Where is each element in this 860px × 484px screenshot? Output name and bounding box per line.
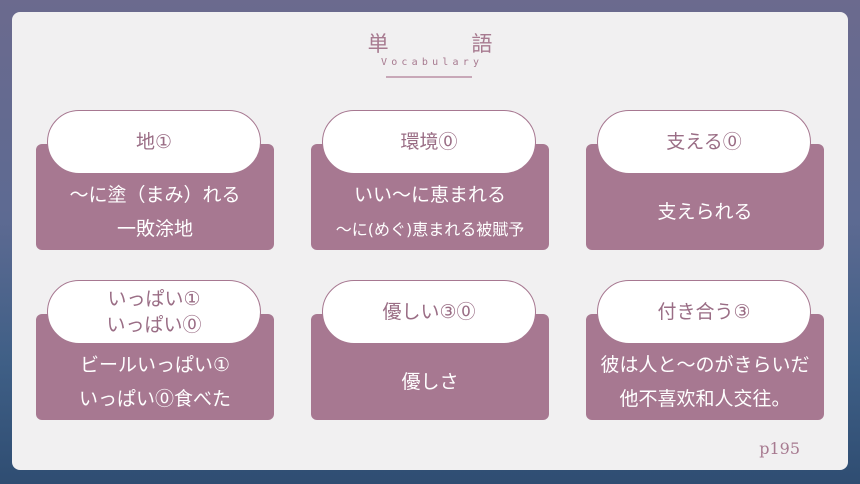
card-headword: 付き合う③ xyxy=(597,280,811,344)
headword-text: 環境⓪ xyxy=(400,131,458,153)
headword-text: 優しい③⓪ xyxy=(382,301,476,323)
card-examples: 支えられる xyxy=(586,174,824,250)
page-number: p195 xyxy=(759,439,800,458)
example-line: いい～に恵まれる xyxy=(353,184,506,207)
example-line: 優しさ xyxy=(401,370,459,393)
example-line: 一敗涂地 xyxy=(116,217,193,240)
headword-text: 支える⓪ xyxy=(666,131,742,153)
card-headword: 地① xyxy=(47,110,261,174)
title-divider xyxy=(386,76,472,78)
slide-panel: 単 語 Vocabulary 地① ～に塗（まみ）れる 一敗涂地 環境⓪ いい～… xyxy=(12,12,848,470)
vocab-card-yasashii: 優しい③⓪ 優しさ xyxy=(311,280,549,420)
vocab-card-sasaeru: 支える⓪ 支えられる xyxy=(586,110,824,250)
card-headword: いっぱい① いっぱい⓪ xyxy=(47,280,261,344)
headword-text: いっぱい⓪ xyxy=(106,314,202,336)
slide-subtitle: Vocabulary xyxy=(380,57,484,68)
example-line: ビールいっぱい① xyxy=(79,353,231,376)
card-examples: 優しさ xyxy=(311,344,549,420)
card-headword: 支える⓪ xyxy=(597,110,811,174)
card-examples: ～に塗（まみ）れる 一敗涂地 xyxy=(36,174,274,250)
card-examples: ビールいっぱい① いっぱい⓪食べた xyxy=(36,344,274,420)
example-line: ～に塗（まみ）れる xyxy=(69,183,241,206)
example-line: いっぱい⓪食べた xyxy=(78,387,231,410)
card-headword: 優しい③⓪ xyxy=(322,280,536,344)
card-examples: 彼は人と～のがきらいだ 他不喜欢和人交往。 xyxy=(586,344,824,420)
vocab-card-kankyou: 環境⓪ いい～に恵まれる ～に(めぐ)恵まれる被賦予 xyxy=(311,110,549,250)
vocab-card-chi: 地① ～に塗（まみ）れる 一敗涂地 xyxy=(36,110,274,250)
example-line: ～に(めぐ)恵まれる被賦予 xyxy=(335,219,525,239)
slide-title: 単 語 xyxy=(367,32,531,56)
headword-text: 地① xyxy=(135,131,173,153)
vocab-card-tsukiau: 付き合う③ 彼は人と～のがきらいだ 他不喜欢和人交往。 xyxy=(586,280,824,420)
example-line: 支えられる xyxy=(657,200,753,223)
vocab-card-ippai: いっぱい① いっぱい⓪ ビールいっぱい① いっぱい⓪食べた xyxy=(36,280,274,420)
example-line: 他不喜欢和人交往。 xyxy=(619,387,791,410)
example-line: 彼は人と～のがきらいだ xyxy=(600,353,810,376)
headword-text: 付き合う③ xyxy=(657,301,751,323)
card-headword: 環境⓪ xyxy=(322,110,536,174)
card-examples: いい～に恵まれる ～に(めぐ)恵まれる被賦予 xyxy=(311,174,549,250)
headword-text: いっぱい① xyxy=(107,288,201,310)
